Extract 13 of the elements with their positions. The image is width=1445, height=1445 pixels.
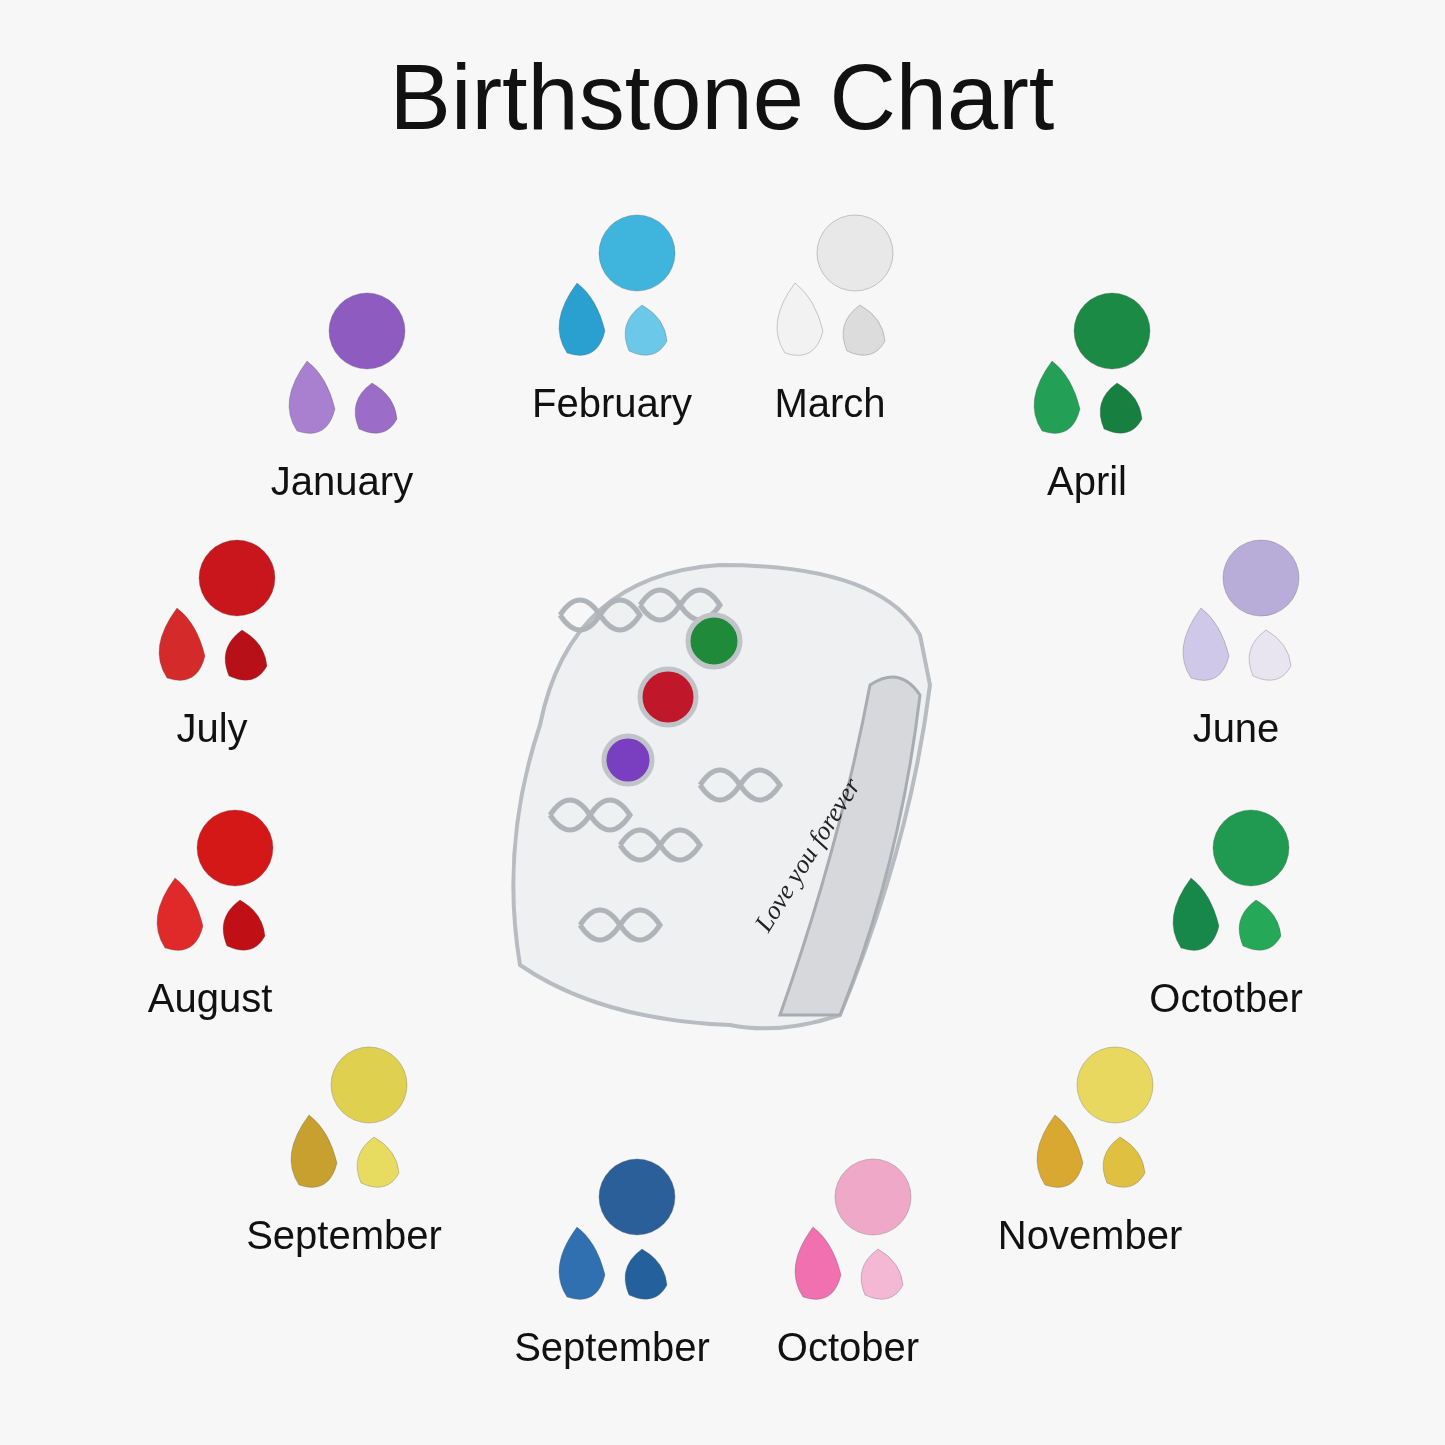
month-label: January: [270, 458, 414, 504]
month-label: Octotber: [1149, 975, 1303, 1021]
chart-title: Birthstone Chart: [389, 44, 1055, 150]
month-label: March: [774, 380, 886, 426]
month-label: October: [776, 1324, 920, 1370]
month-label: June: [1192, 705, 1280, 751]
month-label: August: [147, 975, 273, 1021]
month-label: February: [531, 380, 693, 426]
month-label: July: [176, 705, 248, 751]
month-label: September: [246, 1212, 442, 1258]
month-label: November: [997, 1212, 1183, 1258]
month-label: April: [1047, 458, 1127, 504]
month-label: September: [514, 1324, 710, 1370]
